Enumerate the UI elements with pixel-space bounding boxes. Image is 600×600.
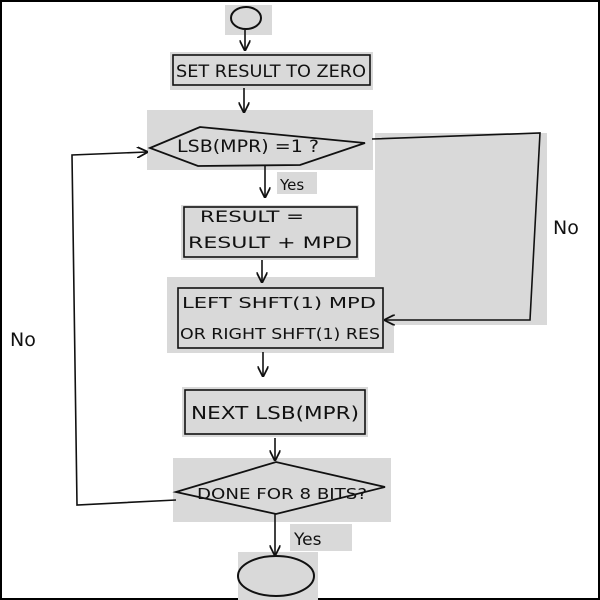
start-terminal <box>230 6 262 30</box>
next-lsb-box <box>184 389 366 435</box>
lsb-decision-diamond <box>147 126 366 167</box>
done-decision-diamond <box>172 461 386 515</box>
shift-block-highlight <box>167 277 394 353</box>
lsb-no-path <box>371 132 541 320</box>
lsb-decision-text: LSB(MPR) =1 ? <box>177 137 319 157</box>
done-yes-highlight <box>290 524 352 551</box>
next-lsb-highlight <box>182 387 368 437</box>
highlight-panels <box>147 5 547 600</box>
no-loop-right-highlight <box>375 133 547 325</box>
lsb-yes-highlight <box>277 172 317 194</box>
next-lsb-text: NEXT LSB(MPR) <box>191 403 359 424</box>
done-decision-text: DONE FOR 8 BITS? <box>197 485 367 503</box>
done-yes-label: Yes <box>293 530 322 550</box>
end-highlight <box>238 552 318 600</box>
start-highlight <box>225 5 272 35</box>
lsb-no-label: No <box>553 217 579 239</box>
done-no-path <box>71 152 177 506</box>
lsb-yes-label: Yes <box>279 176 304 194</box>
add-box-line1: RESULT = <box>200 207 304 226</box>
set-result-highlight <box>170 52 373 90</box>
add-box <box>183 206 358 258</box>
shift-box-line2: OR RIGHT SHFT(1) RES <box>180 325 380 343</box>
add-block-highlight <box>181 205 359 260</box>
done-no-label: No <box>10 329 36 351</box>
shift-box-line1: LEFT SHFT(1) MPD <box>182 294 376 312</box>
shift-box <box>177 287 384 349</box>
set-result-text: SET RESULT TO ZERO <box>176 62 366 82</box>
done-check-highlight <box>173 458 391 522</box>
set-result-box <box>172 54 371 86</box>
add-box-line2: RESULT + MPD <box>188 233 352 252</box>
end-terminal <box>237 555 315 597</box>
